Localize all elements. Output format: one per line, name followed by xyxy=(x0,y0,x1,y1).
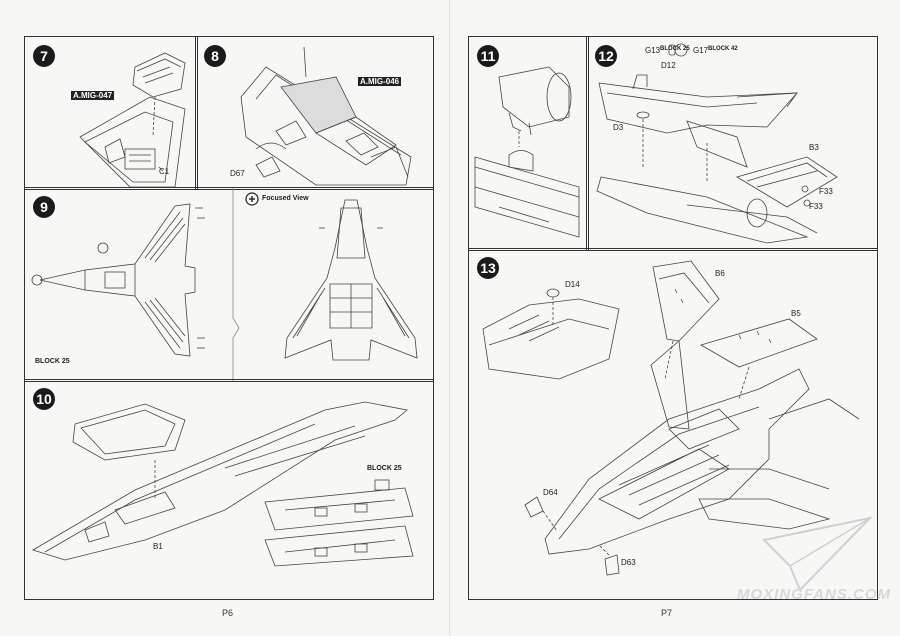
step-7-panel: 7 A.MIG-047 C1 xyxy=(24,36,198,190)
part-label: G17 xyxy=(693,46,709,55)
step-number-badge: 11 xyxy=(477,45,499,67)
part-label: D67 xyxy=(230,169,245,178)
step-9-drawing xyxy=(31,188,418,381)
part-label: F33 xyxy=(819,187,833,196)
part-label: B5 xyxy=(791,309,801,318)
step-12-drawing xyxy=(596,43,838,244)
step-11-drawing xyxy=(474,66,580,238)
step-number-badge: 10 xyxy=(33,388,55,410)
part-label: D3 xyxy=(613,123,624,132)
watermark-text: MOXINGFANS.COM xyxy=(737,586,892,603)
step-number-badge: 7 xyxy=(33,45,55,67)
step-7-drawing xyxy=(79,52,186,188)
step-number-badge: 12 xyxy=(595,45,617,67)
block-caption: BLOCK 25 xyxy=(35,358,70,365)
block-caption: BLOCK 42 xyxy=(708,46,738,52)
part-label: F33 xyxy=(809,202,823,211)
part-label: D64 xyxy=(543,488,558,497)
step-10-panel: 10 BLOCK 25 B1 xyxy=(24,379,434,600)
step-number-badge: 8 xyxy=(204,45,226,67)
step-8-drawing xyxy=(240,46,412,186)
step-11-panel: 11 xyxy=(468,36,589,251)
page-number: P6 xyxy=(222,608,234,618)
part-callout: A.MIG-046 xyxy=(358,77,402,86)
page-number: P7 xyxy=(661,608,673,618)
block-caption: BLOCK 25 xyxy=(367,465,402,472)
step-13-panel: 13 D14 B6 B5 D64 D63 xyxy=(468,248,878,600)
part-label: B3 xyxy=(809,143,819,152)
step-number-badge: 13 xyxy=(477,257,499,279)
step-9-panel: 9 Focused View BLOCK 25 xyxy=(24,187,434,382)
step-10-drawing xyxy=(32,401,414,567)
part-label: B6 xyxy=(715,269,725,278)
left-page: 7 A.MIG-047 C1 8 A.MIG-046 D67 xyxy=(24,0,450,636)
step-number-badge: 9 xyxy=(33,196,55,218)
block-caption: BLOCK 25 xyxy=(660,46,690,52)
step-8-panel: 8 A.MIG-046 D67 xyxy=(195,36,434,190)
part-label: C1 xyxy=(159,167,170,176)
right-page: 11 12 G13 xyxy=(452,0,900,636)
part-label: G13 xyxy=(645,46,661,55)
part-label: D63 xyxy=(621,558,636,567)
part-callout: A.MIG-047 xyxy=(71,91,115,100)
part-label: D14 xyxy=(565,280,580,289)
part-label: B1 xyxy=(153,542,163,551)
step-13-drawing xyxy=(482,260,860,576)
focused-view-label: Focused View xyxy=(262,195,309,202)
step-12-panel: 12 G13 BLOCK 25 G17 BLOCK 42 D12 D3 B3 F… xyxy=(586,36,878,251)
part-label: D12 xyxy=(661,61,676,70)
